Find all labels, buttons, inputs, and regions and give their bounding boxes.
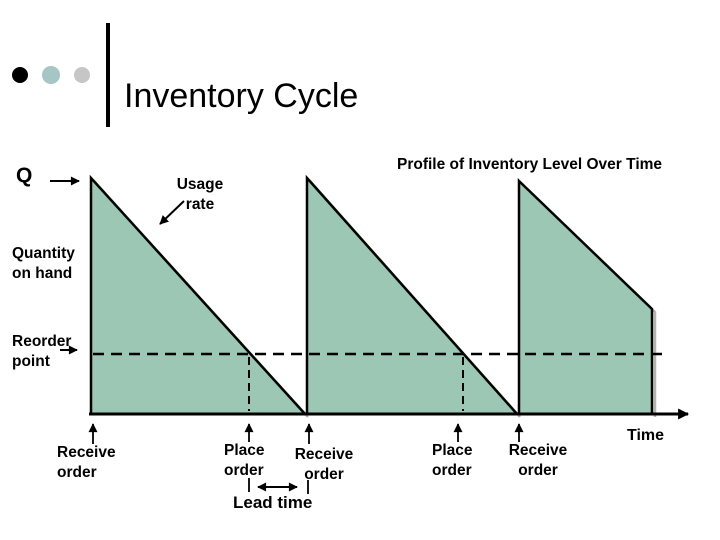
header-divider (106, 23, 110, 127)
bullet-black-icon (12, 67, 28, 83)
event-label-receive-order-1: Receive order (57, 444, 116, 481)
slide-title: Inventory Cycle (124, 76, 359, 115)
lead-time-label: Lead time (233, 493, 313, 512)
event-label-place-order-1: Place order (224, 442, 265, 479)
usage-rate-arrow-icon (159, 200, 185, 225)
bullet-teal-icon (42, 66, 60, 84)
bullet-gray-icon (74, 67, 90, 83)
cycle-3-triangle-clipped (517, 178, 654, 416)
usage-rate-label: Usage rate (176, 176, 224, 213)
time-axis-label: Time (627, 427, 665, 444)
y-axis-label: Quantity on hand (12, 245, 75, 282)
cycle-2-triangle (305, 174, 520, 416)
event-label-receive-order-3: Receive order (508, 442, 568, 479)
reorder-point-label: Reorder point (12, 333, 72, 370)
event-label-receive-order-2: Receive order (294, 446, 354, 483)
event-label-place-order-2: Place order (432, 442, 473, 479)
diagram-subtitle: Profile of Inventory Level Over Time (397, 156, 663, 173)
q-label: Q (16, 164, 33, 187)
